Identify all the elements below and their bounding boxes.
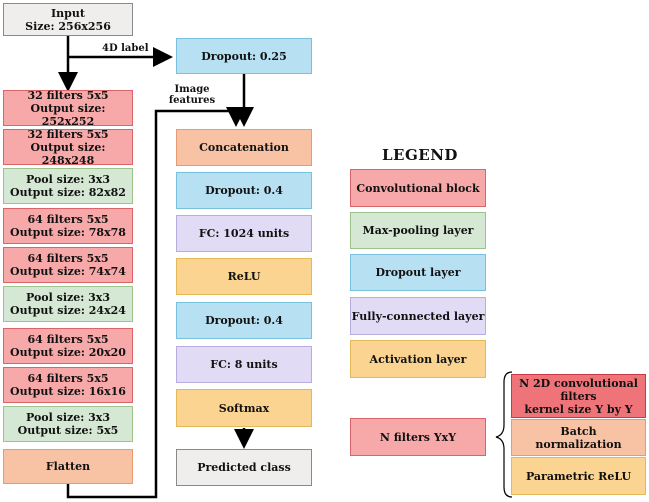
left-block-1: 32 filters 5x5 Output size: 252x252 (3, 88, 133, 128)
mid-block-5-label: ReLU (227, 270, 261, 283)
block-part-conv: N 2D convolutional filters kernel size Y… (511, 374, 646, 418)
left-block-6: Pool size: 3x3 Output size: 24x24 (3, 286, 133, 322)
wire-image-features (66, 107, 246, 499)
left-block-5-line1: 64 filters 5x5 (27, 252, 109, 265)
legend-activation-label: Activation layer (369, 352, 467, 366)
input-title: Input (51, 6, 85, 20)
left-block-7-line2: Output size: 20x20 (10, 346, 126, 359)
left-block-8: 64 filters 5x5 Output size: 16x16 (3, 367, 133, 403)
left-block-1-line2: Output size: 252x252 (30, 101, 106, 128)
legend-activation: Activation layer (350, 340, 486, 378)
left-block-4: 64 filters 5x5 Output size: 78x78 (3, 208, 133, 244)
mid-block-concatenation: Concatenation (176, 129, 312, 166)
input-size: Size: 256x256 (25, 19, 111, 33)
left-block-2-line1: 32 filters 5x5 (27, 127, 109, 141)
left-block-2-line2: Output size: 248x248 (30, 140, 106, 167)
mid-block-softmax: Softmax (176, 389, 312, 427)
left-block-3-line2: Output size: 82x82 (10, 186, 126, 199)
legend-conv-label: Convolutional block (356, 181, 480, 195)
legend-dropout-label: Dropout layer (375, 266, 461, 279)
flatten-label: Flatten (45, 460, 91, 473)
mid-block-predicted-class: Predicted class (176, 449, 312, 486)
legend-dropout: Dropout layer (350, 254, 486, 291)
legend-pool-label: Max-pooling layer (362, 224, 474, 237)
legend-title: LEGEND (382, 146, 458, 164)
mid-block-6-label: Dropout: 0.4 (205, 314, 283, 327)
legend-fc-label: Fully-connected layer (351, 309, 485, 323)
block-part-bn-line1: Batch (560, 424, 597, 438)
left-block-9: Pool size: 3x3 Output size: 5x5 (3, 406, 133, 442)
left-block-3-line1: Pool size: 3x3 (25, 173, 111, 186)
left-block-7: 64 filters 5x5 Output size: 20x20 (3, 328, 133, 364)
input-box: Input Size: 256x256 (3, 3, 133, 36)
left-block-5: 64 filters 5x5 Output size: 74x74 (3, 247, 133, 283)
left-block-6-line2: Output size: 24x24 (10, 304, 126, 317)
mid-block-9-label: Predicted class (197, 461, 291, 474)
label-image-line1: Image (174, 84, 210, 95)
left-block-8-line2: Output size: 16x16 (10, 385, 126, 398)
legend-block-label: N filters YxY (379, 430, 457, 444)
mid-block-fc-8: FC: 8 units (176, 346, 312, 383)
left-block-3: Pool size: 3x3 Output size: 82x82 (3, 168, 133, 204)
left-block-4-line1: 64 filters 5x5 (27, 213, 109, 226)
legend-fc: Fully-connected layer (350, 297, 486, 335)
mid-block-3-label: Dropout: 0.4 (205, 184, 283, 197)
label-image-line2: features (168, 95, 216, 106)
mid-block-7-label: FC: 8 units (210, 358, 278, 371)
block-part-bn-line2: normalization (535, 437, 622, 451)
block-part-conv-line1: N 2D convolutional (519, 376, 638, 390)
legend-conv: Convolutional block (350, 169, 486, 207)
mid-block-8-label: Softmax (218, 401, 270, 415)
legend-pool: Max-pooling layer (350, 212, 486, 249)
block-part-conv-line2: filters (560, 389, 597, 403)
left-block-4-line2: Output size: 78x78 (10, 226, 126, 239)
left-block-9-line1: Pool size: 3x3 (25, 411, 111, 424)
left-block-8-line1: 64 filters 5x5 (27, 372, 109, 385)
left-block-1-line1: 32 filters 5x5 (27, 88, 109, 102)
mid-block-dropout-04-b: Dropout: 0.4 (176, 302, 312, 339)
mid-block-relu: ReLU (176, 258, 312, 295)
flatten-block: Flatten (3, 449, 133, 484)
block-part-conv-line3: kernel size Y by Y (524, 402, 633, 416)
mid-block-dropout-04-a: Dropout: 0.4 (176, 172, 312, 209)
mid-block-dropout-025: Dropout: 0.25 (176, 38, 312, 74)
label-image-features: Image features (162, 84, 222, 106)
label-4d: 4D label (102, 43, 149, 54)
block-part-batchnorm: Batch normalization (511, 419, 646, 456)
left-block-9-line2: Output size: 5x5 (17, 424, 119, 437)
left-block-2: 32 filters 5x5 Output size: 248x248 (3, 127, 133, 167)
block-part-prelu: Parametric ReLU (511, 457, 646, 495)
left-block-5-line2: Output size: 74x74 (10, 265, 126, 278)
legend-block: N filters YxY (350, 418, 486, 456)
mid-block-1-label: Dropout: 0.25 (201, 49, 287, 63)
block-part-prelu-line1: Parametric ReLU (525, 469, 632, 483)
mid-block-2-label: Concatenation (199, 141, 289, 154)
left-block-6-line1: Pool size: 3x3 (25, 291, 111, 304)
left-block-7-line1: 64 filters 5x5 (27, 333, 109, 346)
legend-brace (495, 371, 513, 498)
mid-block-fc-1024: FC: 1024 units (176, 215, 312, 252)
mid-block-4-label: FC: 1024 units (198, 227, 290, 240)
